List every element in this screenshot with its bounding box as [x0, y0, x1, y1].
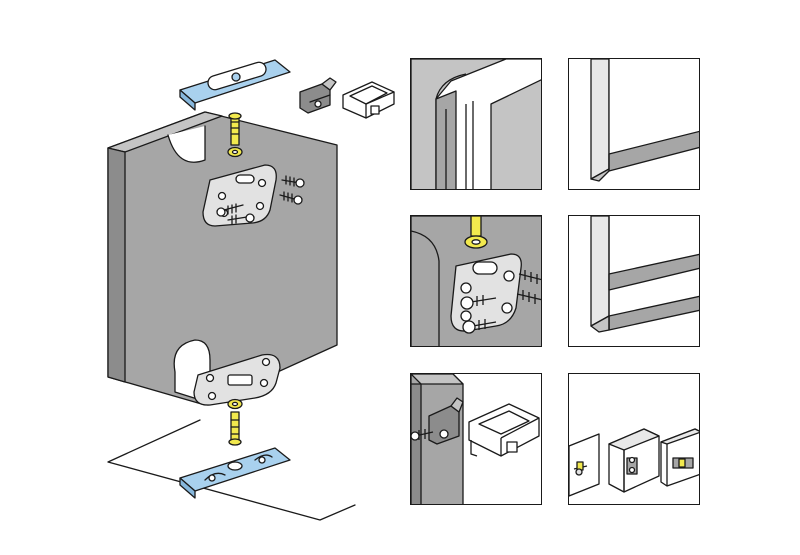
top-guide-track: [179, 59, 291, 111]
bottom-edge-profile: [608, 253, 699, 291]
mounting-screw: [216, 175, 305, 225]
door-stopper-clip: [411, 397, 540, 457]
main-exploded-view: [107, 59, 395, 521]
bottom-guide-bolt: [228, 411, 242, 446]
detail-panel-bottom-seal: [568, 58, 700, 190]
vertical-edge-profile: [435, 59, 541, 189]
panel-front-face: [107, 111, 338, 406]
bottom-guide-track: [179, 447, 291, 499]
mounting-screw: [460, 270, 541, 334]
bottom-guide-nut: [227, 398, 243, 410]
lower-edge-profile: [608, 295, 699, 331]
bottom-hanger-bracket: [193, 353, 281, 406]
detail-panel-bracket-screws: [410, 215, 542, 347]
cabinet-panel-slot: [608, 428, 660, 493]
detail-panel-edge-profile: [410, 58, 542, 190]
detail-panel-double-seal: [568, 215, 700, 347]
detail-panel-cabinet-slots: [568, 373, 700, 505]
floor-line: [107, 419, 356, 521]
sliding-door-panel: [107, 111, 338, 406]
guide-bolt: [228, 112, 242, 146]
panel-side-face: [107, 147, 126, 383]
detail-panel-stopper-clip: [410, 373, 542, 505]
door-stopper-clip: [299, 77, 395, 119]
guide-nut: [227, 146, 243, 158]
top-notch: [167, 125, 206, 163]
